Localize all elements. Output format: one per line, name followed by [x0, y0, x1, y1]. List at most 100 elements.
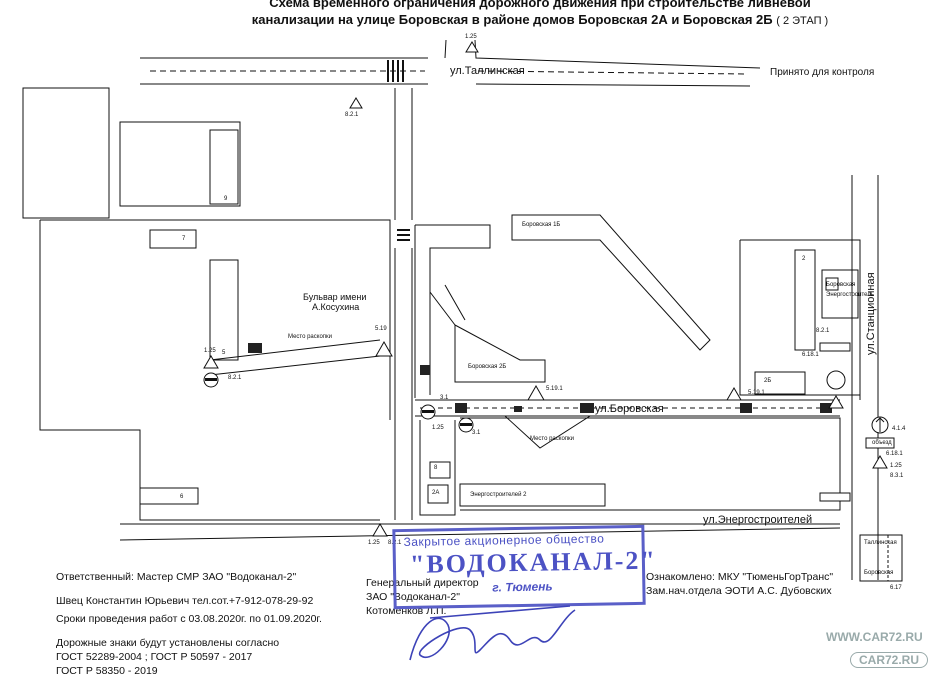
excavation-marker-4: [820, 403, 832, 413]
building-outline-left: [22, 87, 110, 219]
excavation-marker-6: [740, 403, 752, 413]
acknowledged-line-1: Ознакомлено: МКУ "ТюменьГорТранс": [646, 571, 834, 583]
detour-sign-label: объезд: [872, 440, 892, 446]
house-number-2a: 2А: [432, 490, 440, 496]
excavation-marker-7: [514, 406, 522, 412]
accepted-label: Принято для контроля: [770, 67, 875, 78]
street-tallinskaya: ул.Таллинская: [450, 65, 525, 77]
building-7: [149, 229, 197, 249]
warning-sign-icon: [203, 355, 219, 369]
building-2b-right: [754, 371, 806, 395]
no-entry-sign-icon: [826, 370, 846, 390]
detour-sign-icon: [819, 492, 851, 502]
warning-sign-icon: [349, 97, 363, 109]
house-number-6: 6: [180, 494, 184, 500]
sign-code: 1.25: [368, 540, 380, 546]
tallinskaya-road-edge-top: [140, 39, 761, 69]
house-number-2: 2: [802, 256, 806, 262]
building-1b: [511, 214, 711, 351]
house-number-2b: 2Б: [764, 378, 772, 384]
inset-box: [859, 534, 903, 582]
house-number-5: 5: [222, 350, 226, 356]
warning-sign-icon: [872, 455, 888, 469]
tallinskaya-lane-lines: [150, 70, 746, 75]
road-signs: [203, 41, 895, 537]
sign-code: 8.2.1: [228, 375, 242, 381]
sign-code: 6.17: [890, 585, 902, 591]
energostroitelei-2-label: Энергостроителей 2: [470, 492, 527, 498]
lower-block: [419, 420, 456, 516]
energoservice-label: Энергостроитель: [826, 292, 874, 298]
energostroiteley-edge-bottom: [119, 527, 841, 541]
boulevard-label-line-1: Бульвар имени: [303, 292, 367, 302]
street-stantsionnaya: ул.Станционная: [865, 272, 877, 355]
excavation-marker-3: [580, 403, 594, 413]
crosswalk-tallinskaya: [387, 60, 404, 82]
crosswalk-vertical: [397, 229, 410, 241]
watermark-line-1: WWW.CAR72.RU: [826, 630, 923, 644]
energy-building: [821, 269, 859, 319]
excavation-marker-2: [455, 403, 467, 413]
house-number-7: 7: [182, 236, 186, 242]
tallinskaya-road-edge-bottom: [140, 83, 751, 87]
block-2b-outline: [414, 224, 491, 398]
warning-sign-icon: [828, 395, 844, 409]
inset-tallinskaya-label: Таллинская: [864, 540, 897, 546]
sign-code: 1.25: [465, 34, 477, 40]
house-2b-label: Боровская 2Б: [468, 364, 507, 370]
excavation-marker-5: [420, 365, 430, 375]
sign-code: 8.2.1: [388, 540, 402, 546]
building-9-inner: [209, 129, 239, 205]
stage-label: ( 2 ЭТАП ): [776, 15, 829, 27]
excavation-area-2: [503, 415, 592, 449]
company-stamp: Закрытое акционерное общество "ВОДОКАНАЛ…: [392, 524, 657, 610]
street-borovskaya: ул.Боровская: [595, 403, 664, 415]
map-title: Схема временного ограничения дорожного д…: [200, 0, 880, 30]
responsible-line: Ответственный: Мастер СМР ЗАО "Водоканал…: [56, 571, 297, 583]
building-2: [794, 249, 816, 351]
signs-standard-line-1: Дорожные знаки будут установлены согласн…: [56, 637, 280, 649]
sign-code: 5.19.1: [546, 386, 563, 392]
watermark-line-2: CAR72.RU: [850, 652, 929, 668]
detour-sign-icon: [865, 437, 895, 449]
sign-code: 3.1: [472, 430, 481, 436]
sign-code: 6.18.1: [802, 352, 819, 358]
warning-sign-icon: [527, 384, 545, 401]
boulevard-label-line-2: А.Косухина: [312, 302, 360, 312]
boulevard-path: [209, 339, 381, 376]
building-energostroitelei-2: [459, 483, 606, 507]
borovskaya-corner-label: Боровская: [826, 282, 856, 288]
sign-code: 6.18.1: [886, 451, 903, 457]
signs-standard-line-2: ГОСТ 52289-2004 ; ГОСТ Р 50597 - 2017: [56, 651, 253, 663]
stamp-line-3: г. Тюмень: [492, 579, 553, 595]
excavation-marker-1: [248, 343, 262, 353]
dates-line: Сроки проведения работ с 03.08.2020г. по…: [56, 613, 322, 625]
sign-code: 1.25: [432, 425, 444, 431]
detour-sign-icon: [819, 342, 851, 352]
sign-code: 1.25: [204, 348, 216, 354]
street-energostroiteley: ул.Энергостроителей: [703, 514, 813, 526]
building-6: [139, 487, 199, 505]
warning-sign-icon: [726, 387, 742, 401]
house-number-9: 9: [224, 196, 228, 202]
sign-code: 8.2.1: [816, 328, 830, 334]
left-block-outline: [39, 219, 391, 521]
sign-code: 8.2.1: [345, 112, 359, 118]
sign-code: 4.1.4: [892, 426, 906, 432]
sign-code: 8.3.1: [890, 473, 904, 479]
warning-sign-icon: [465, 41, 479, 53]
house-number-8: 8: [434, 465, 438, 471]
building-9-block: [119, 121, 241, 207]
title-line-1: Схема временного ограничения дорожного д…: [269, 0, 811, 10]
title-line-2: канализации на улице Боровская в районе …: [251, 12, 773, 27]
sign-code: 5.19: [375, 326, 387, 332]
general-director-line-1: Генеральный директор: [366, 577, 479, 589]
sign-code: 1.25: [890, 463, 902, 469]
building-2a: [427, 484, 449, 504]
inset-borovskaya-label: Боровская: [864, 570, 894, 576]
excavation-label-2: Место раскопки: [530, 436, 575, 442]
contact-line: Швец Константин Юрьевич тел.сот.+7-912-0…: [56, 595, 314, 607]
building-5: [209, 259, 239, 361]
block-2-outline: [739, 239, 861, 400]
